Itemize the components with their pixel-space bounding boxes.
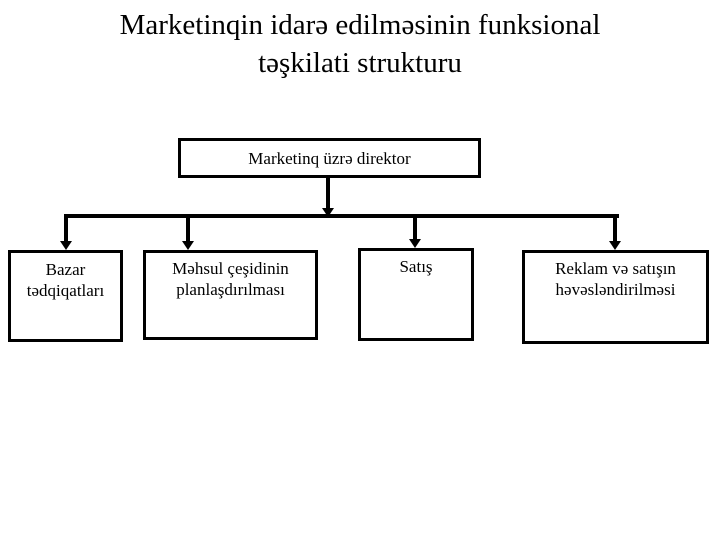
org-node-sales[interactable]: Satış bbox=[358, 248, 474, 341]
org-node-assortment-planning-label-line-2: planlaşdırılması bbox=[176, 280, 285, 299]
connector-drop-sales bbox=[413, 214, 417, 242]
page-title-line-2: təşkilati strukturu bbox=[258, 47, 462, 79]
org-node-advertising-label-line-1: Reklam və satışın bbox=[555, 259, 676, 278]
connector-arrowhead-advertising-icon bbox=[609, 241, 621, 250]
page-title: Marketinqin idarə edilməsinin funksional… bbox=[0, 6, 720, 82]
org-node-assortment-planning-label-line-1: Məhsul çeşidinin bbox=[172, 259, 289, 278]
page-title-line-1: Marketinqin idarə edilməsinin funksional bbox=[119, 9, 601, 41]
org-node-market-research-label-line-2: tədqiqatları bbox=[26, 281, 105, 300]
connector-horizontal-bus bbox=[64, 214, 619, 218]
org-node-sales-label-line-1: Satış bbox=[399, 257, 433, 276]
connector-arrowhead-sales-icon bbox=[409, 239, 421, 248]
connector-director-stem bbox=[326, 178, 330, 210]
connector-drop-assortment-planning bbox=[186, 214, 190, 244]
connector-drop-market-research bbox=[64, 214, 68, 244]
connector-director-arrowhead-icon bbox=[322, 208, 334, 217]
org-node-assortment-planning[interactable]: Məhsul çeşidinin planlaşdırılması bbox=[143, 250, 318, 340]
org-node-market-research[interactable]: Bazar tədqiqatları bbox=[8, 250, 123, 342]
org-node-director-label: Marketinq üzrə direktor bbox=[248, 149, 411, 168]
connector-arrowhead-market-research-icon bbox=[60, 241, 72, 250]
connector-drop-advertising bbox=[613, 214, 617, 244]
org-node-market-research-label-line-1: Bazar bbox=[45, 260, 86, 279]
connector-arrowhead-assortment-planning-icon bbox=[182, 241, 194, 250]
org-node-advertising-label-line-2: həvəsləndirilməsi bbox=[555, 280, 676, 299]
org-node-director[interactable]: Marketinq üzrə direktor bbox=[178, 138, 481, 178]
org-node-advertising[interactable]: Reklam və satışın həvəsləndirilməsi bbox=[522, 250, 709, 344]
